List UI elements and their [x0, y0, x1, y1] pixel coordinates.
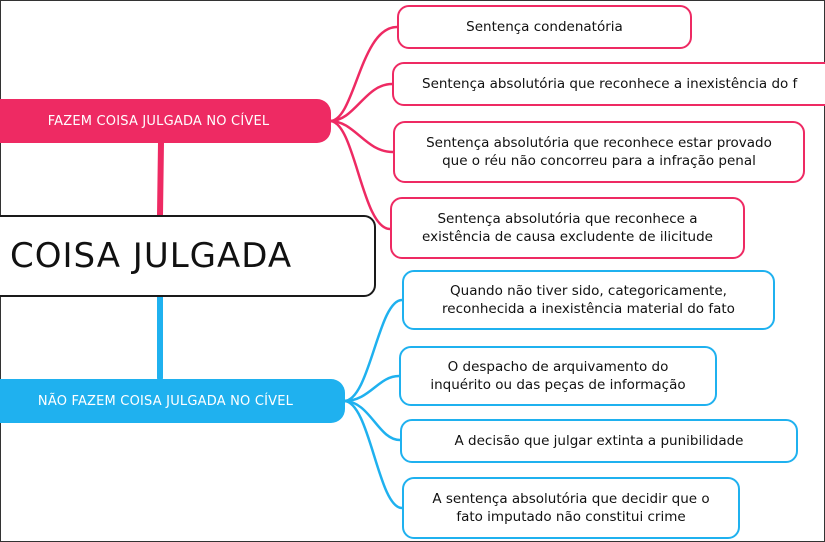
connector-blue-item-1: [343, 298, 403, 403]
blue-item-1: Quando não tiver sido, categoricamente, …: [402, 270, 775, 330]
connector-central-to-pink-branch: [157, 139, 164, 218]
connector-blue-item-4: [343, 399, 403, 510]
blue-item-2-text: O despacho de arquivamento do inquérito …: [430, 359, 686, 393]
connector-pink-item-4: [329, 119, 391, 231]
blue-item-4-text: A sentença absolutória que decidir que o…: [432, 491, 710, 525]
blue-item-4: A sentença absolutória que decidir que o…: [402, 477, 740, 539]
branch-fazem-coisa-julgada: FAZEM COISA JULGADA NO CÍVEL: [0, 99, 331, 143]
blue-item-1-text: Quando não tiver sido, categoricamente, …: [442, 283, 735, 317]
pink-item-1: Sentença condenatória: [397, 5, 692, 49]
blue-item-3: A decisão que julgar extinta a punibilid…: [400, 419, 798, 463]
central-node-title: COISA JULGADA: [0, 215, 376, 297]
pink-item-4-text: Sentença absolutória que reconhece a exi…: [422, 211, 713, 245]
connector-blue-item-2: [343, 374, 400, 403]
connector-pink-item-3: [329, 119, 394, 154]
pink-item-3: Sentença absolutória que reconhece estar…: [393, 121, 805, 183]
pink-item-2-text: Sentença absolutória que reconhece a ine…: [422, 76, 798, 92]
connector-pink-item-2: [329, 82, 393, 123]
pink-item-3-text: Sentença absolutória que reconhece estar…: [426, 135, 772, 169]
pink-item-4: Sentença absolutória que reconhece a exi…: [390, 197, 745, 259]
connector-pink-item-1: [329, 25, 398, 123]
pink-item-2: Sentença absolutória que reconhece a ine…: [392, 62, 825, 106]
blue-item-2: O despacho de arquivamento do inquérito …: [399, 346, 717, 406]
pink-item-1-text: Sentença condenatória: [466, 19, 623, 35]
branch-nao-fazem-coisa-julgada: NÃO FAZEM COISA JULGADA NO CÍVEL: [0, 379, 345, 423]
blue-item-3-text: A decisão que julgar extinta a punibilid…: [454, 433, 744, 449]
connector-blue-item-3: [343, 399, 401, 442]
